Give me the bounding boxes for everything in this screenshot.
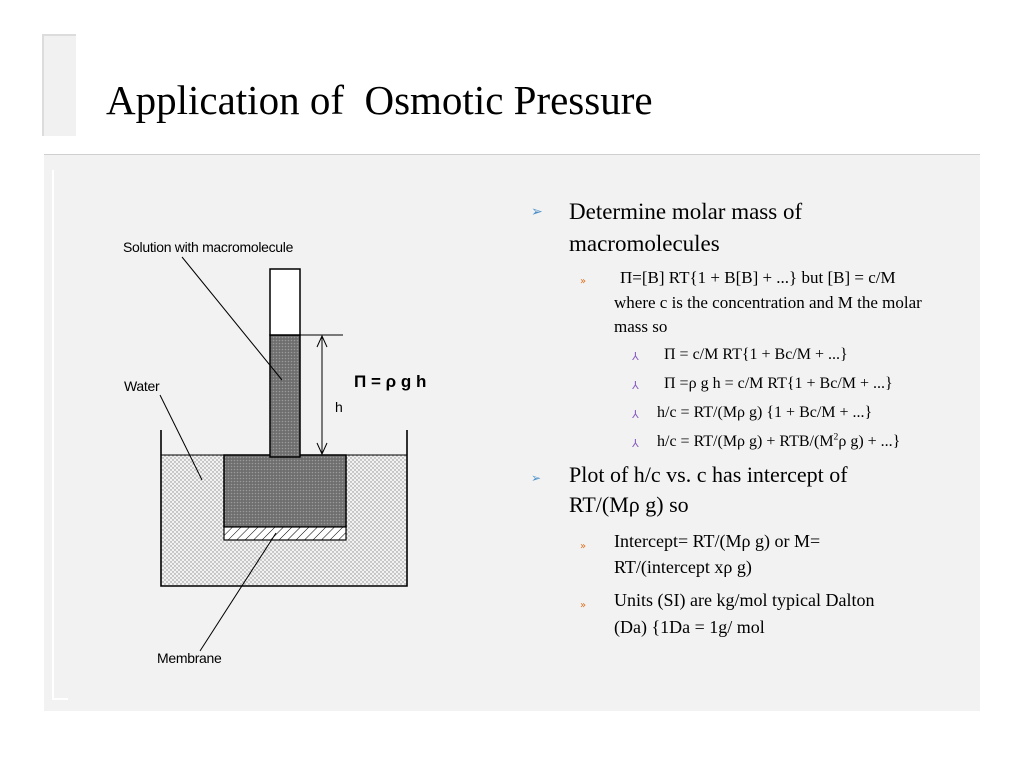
label-water: Water: [124, 378, 160, 394]
solution-chamber: [223, 454, 347, 528]
bullet-1-1-a: Π = c/M RT{1 + Bc/M + ...}: [664, 346, 848, 363]
slide-title: Application of Osmotic Pressure: [106, 77, 653, 123]
bullet-marker-2-2: »: [580, 600, 587, 611]
bullet-2-line2: RT/(Mρ g) so: [569, 492, 689, 517]
bullet-marker-1-1: »: [580, 276, 587, 287]
bullet-marker-1: ➢: [531, 204, 543, 220]
bullet-1-line1: Determine molar mass of: [569, 199, 803, 224]
pressure-formula: Π = ρ g h: [354, 372, 427, 391]
solution-leader: [181, 256, 283, 381]
bullet-2-1-line1: Intercept= RT/(Mρ g) or M=: [614, 531, 821, 551]
osmometer-drawing: [159, 256, 408, 652]
bullet-1-1-line2: where c is the concentration and M the m…: [614, 293, 922, 312]
bullet-2-2-line1: Units (SI) are kg/mol typical Dalton: [614, 590, 875, 610]
bullet-1-1-d: h/c = RT/(Mρ g) + RTB/(M2ρ g) + ...}: [657, 431, 901, 451]
bullet-1-1-d-pre: h/c = RT/(Mρ g) + RTB/(M: [657, 433, 834, 450]
title-decoration: [42, 34, 76, 136]
panel-decoration: [52, 170, 68, 700]
bullet-2-1-line2: RT/(intercept xρ g): [614, 557, 752, 577]
label-h: h: [335, 399, 343, 415]
bullet-2-line1: Plot of h/c vs. c has intercept of: [569, 462, 848, 487]
osmometer-diagram: Solution with macromolecule Water h Memb…: [110, 225, 510, 685]
bullet-marker-2: ➢: [531, 471, 542, 485]
bullet-marker-1-1-b: ⅄: [632, 379, 639, 392]
bullet-1-1-line3: mass so: [614, 317, 668, 336]
bullet-marker-2-1: »: [580, 541, 587, 552]
solution-column: [269, 334, 301, 458]
beaker-outline: [160, 430, 408, 587]
label-membrane: Membrane: [157, 650, 222, 666]
membrane: [223, 526, 347, 541]
water-leader: [159, 394, 203, 481]
bullet-1-1-line1: Π=[B] RT{1 + B[B] + ...} but [B] = c/M: [620, 268, 896, 287]
bullet-1-1-c: h/c = RT/(Mρ g) {1 + Bc/M + ...}: [657, 404, 873, 421]
bullet-marker-1-1-d: ⅄: [632, 437, 639, 450]
bullet-1-line2: macromolecules: [569, 231, 720, 256]
bullet-1-1-d-sup: 2: [833, 431, 839, 443]
empty-tube: [269, 268, 301, 336]
bullet-marker-1-1-c: ⅄: [632, 408, 639, 421]
bullet-1-1-b: Π =ρ g h = c/M RT{1 + Bc/M + ...}: [664, 375, 893, 392]
content-panel: [44, 154, 980, 711]
membrane-leader: [199, 532, 277, 652]
h-arrow-top: [316, 334, 328, 348]
label-solution: Solution with macromolecule: [123, 239, 294, 255]
bullet-1-1-d-post: ρ g) + ...}: [838, 433, 901, 450]
bullet-marker-1-1-a: ⅄: [632, 350, 639, 363]
h-arrow-bottom: [316, 442, 328, 456]
bullet-2-2-line2: (Da) {1Da = 1g/ mol: [614, 617, 765, 637]
